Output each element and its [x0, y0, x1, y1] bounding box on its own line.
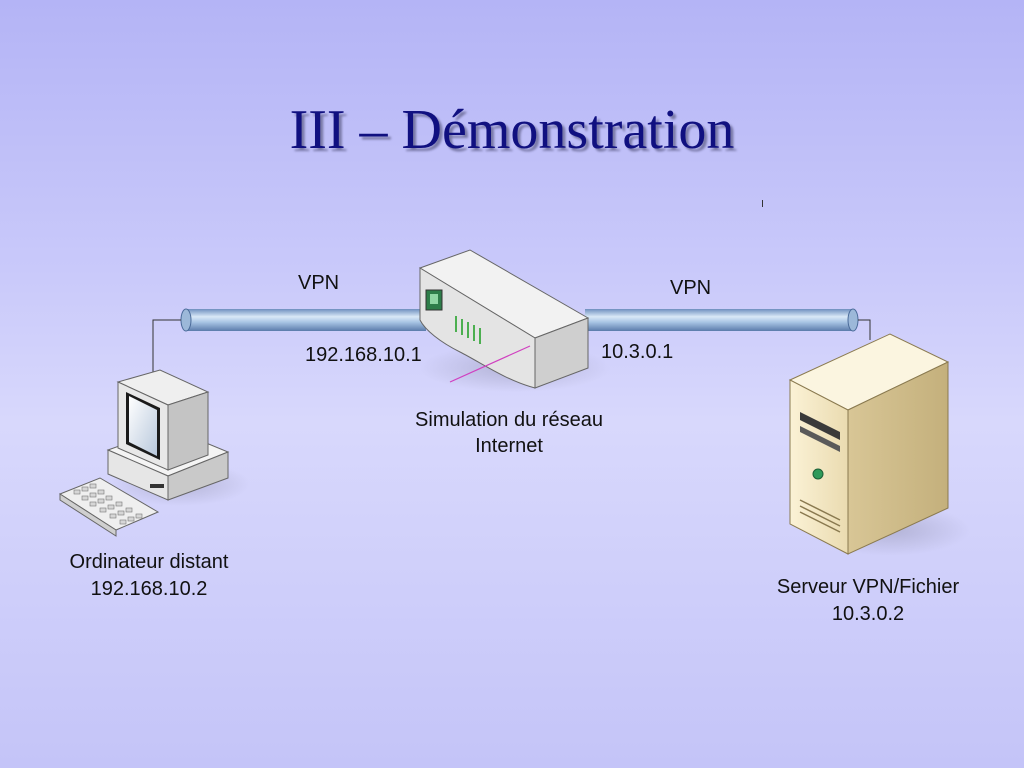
keyboard-icon [58, 477, 160, 537]
vpn-tunnel-right-label: VPN [670, 277, 712, 299]
workstation-icon [106, 369, 250, 506]
server-caption-line1: Serveur VPN/Fichier [776, 576, 960, 598]
server-caption-line2: 10.3.0.2 [831, 603, 905, 625]
slide-title: III – Démonstration [289, 99, 735, 161]
client-caption-line2: 192.168.10.2 [90, 578, 208, 600]
vpn-tunnel-left [180, 308, 426, 332]
router-icon [418, 249, 610, 392]
router-caption-line2: Internet [475, 435, 543, 457]
text-cursor-mark [762, 200, 763, 207]
client-caption-line1: Ordinateur distant [69, 551, 229, 573]
router-left-ip: 192.168.10.1 [305, 344, 422, 366]
vpn-tunnel-left-label: VPN [298, 272, 340, 294]
tower-server-icon [788, 333, 970, 556]
server-link-line [858, 319, 871, 340]
vpn-tunnel-right [585, 308, 859, 332]
client-link-line [152, 319, 181, 385]
router-right-ip: 10.3.0.1 [601, 341, 674, 363]
router-caption-line1: Simulation du réseau [415, 409, 603, 431]
